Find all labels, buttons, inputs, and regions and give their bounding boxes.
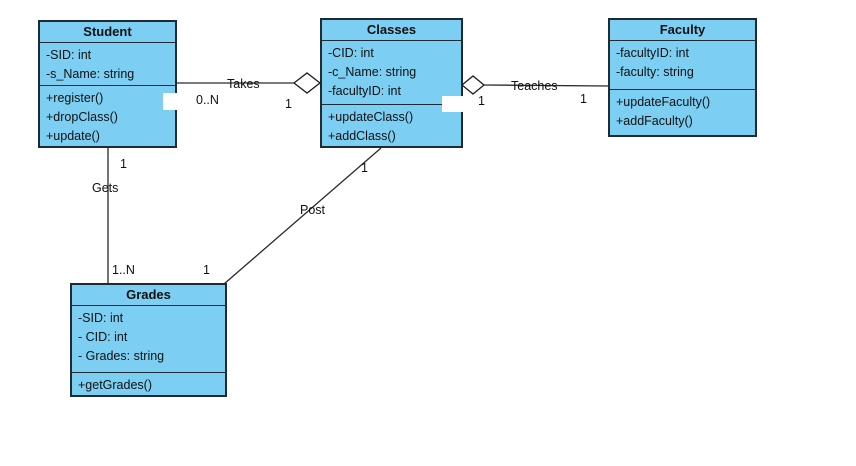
method: +getGrades() xyxy=(78,378,152,392)
class-box-student[interactable]: Student -SID: int -s_Name: string +regis… xyxy=(38,20,177,148)
method: +updateFaculty() xyxy=(616,95,711,109)
takes-label: Takes xyxy=(227,77,260,91)
takes-aggregation-diamond-icon xyxy=(292,72,322,94)
method: +update() xyxy=(46,129,100,143)
teaches-aggregation-diamond-icon xyxy=(460,75,486,95)
attributes-compartment: -CID: int -c_Name: string -facultyID: in… xyxy=(322,41,461,105)
multiplicity-post-classes: 1 xyxy=(361,161,368,175)
class-box-grades[interactable]: Grades -SID: int - CID: int - Grades: st… xyxy=(70,283,227,397)
class-title-student: Student xyxy=(40,22,175,43)
class-title-classes: Classes xyxy=(322,20,461,41)
attributes-compartment: -SID: int - CID: int - Grades: string xyxy=(72,306,225,373)
attributes-compartment: -SID: int -s_Name: string xyxy=(40,43,175,86)
class-box-faculty[interactable]: Faculty -facultyID: int -faculty: string… xyxy=(608,18,757,137)
attribute: -s_Name: string xyxy=(46,67,135,81)
teaches-label: Teaches xyxy=(511,79,558,93)
attribute: - Grades: string xyxy=(78,349,165,363)
method: +updateClass() xyxy=(328,110,414,124)
attribute: -SID: int xyxy=(78,311,124,325)
methods-compartment: +updateFaculty() +addFaculty() xyxy=(610,90,755,135)
attribute: -SID: int xyxy=(46,48,92,62)
attributes-compartment: -facultyID: int -faculty: string xyxy=(610,41,755,90)
multiplicity-gets-student: 1 xyxy=(120,157,127,171)
attribute: -CID: int xyxy=(328,46,374,60)
attribute: -facultyID: int xyxy=(616,46,689,60)
attribute: -facultyID: int xyxy=(328,84,401,98)
multiplicity-teaches-classes: 1 xyxy=(478,94,485,108)
multiplicity-gets-grades: 1..N xyxy=(112,263,135,277)
methods-compartment: +register() +dropClass() +update() xyxy=(40,86,175,146)
methods-compartment: +updateClass() +addClass() xyxy=(322,105,461,146)
method: +dropClass() xyxy=(46,110,118,124)
attribute: -faculty: string xyxy=(616,65,694,79)
class-title-faculty: Faculty xyxy=(610,20,755,41)
class-title-grades: Grades xyxy=(72,285,225,306)
white-label-patch xyxy=(163,93,193,110)
attribute: -c_Name: string xyxy=(328,65,417,79)
methods-compartment: +getGrades() xyxy=(72,373,225,395)
class-box-classes[interactable]: Classes -CID: int -c_Name: string -facul… xyxy=(320,18,463,148)
multiplicity-teaches-faculty: 1 xyxy=(580,92,587,106)
white-label-patch xyxy=(442,96,478,112)
multiplicity-post-grades: 1 xyxy=(203,263,210,277)
multiplicity-takes-classes: 1 xyxy=(285,97,292,111)
method: +addFaculty() xyxy=(616,114,693,128)
multiplicity-takes-student: 0..N xyxy=(196,93,219,107)
method: +register() xyxy=(46,91,104,105)
gets-label: Gets xyxy=(92,181,119,195)
post-label: Post xyxy=(300,203,326,217)
method: +addClass() xyxy=(328,129,396,143)
attribute: - CID: int xyxy=(78,330,128,344)
